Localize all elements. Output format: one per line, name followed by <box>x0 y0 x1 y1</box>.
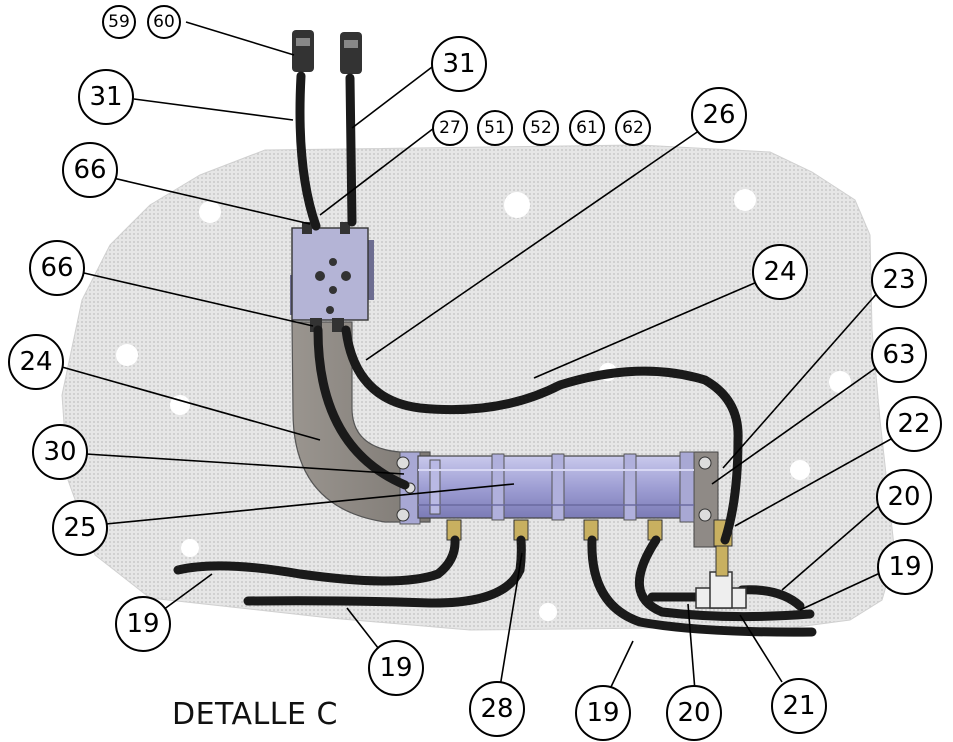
balloon-30-label: 30 <box>43 437 76 467</box>
balloon-24-right-label: 24 <box>763 257 796 287</box>
balloon-19-bottom: 19 <box>575 685 631 741</box>
balloon-19-middle-label: 19 <box>379 653 412 683</box>
balloon-62: 62 <box>615 110 651 146</box>
leader-lines <box>61 21 901 692</box>
balloon-23: 23 <box>871 252 927 308</box>
balloon-66-top-label: 66 <box>73 155 106 185</box>
balloon-20-bottom-label: 20 <box>677 698 710 728</box>
balloon-19-left-label: 19 <box>126 609 159 639</box>
balloon-19-bottom-label: 19 <box>586 698 619 728</box>
balloon-66-top: 66 <box>62 142 118 198</box>
balloon-66-bottom: 66 <box>29 240 85 296</box>
balloon-52: 52 <box>523 110 559 146</box>
balloon-60-label: 60 <box>153 12 175 32</box>
balloon-52-label: 52 <box>530 118 552 138</box>
balloon-59-label: 59 <box>108 12 130 32</box>
balloon-20-right: 20 <box>876 469 932 525</box>
balloon-31-left-label: 31 <box>89 82 122 112</box>
balloon-66-bottom-label: 66 <box>40 253 73 283</box>
balloon-27: 27 <box>432 110 468 146</box>
balloon-19-left: 19 <box>115 596 171 652</box>
balloon-61-label: 61 <box>576 118 598 138</box>
top-connectors <box>292 30 362 74</box>
manifold <box>399 451 695 525</box>
balloon-24-left-label: 24 <box>19 347 52 377</box>
detail-title: DETALLE C <box>172 697 338 732</box>
balloon-60: 60 <box>147 5 181 39</box>
balloon-21: 21 <box>771 678 827 734</box>
balloon-31-right-label: 31 <box>442 49 475 79</box>
balloon-63-label: 63 <box>882 340 915 370</box>
balloon-21-label: 21 <box>782 691 815 721</box>
balloon-31-right: 31 <box>431 36 487 92</box>
balloon-26-label: 26 <box>702 100 735 130</box>
balloon-20-bottom: 20 <box>666 685 722 741</box>
balloon-23-label: 23 <box>882 265 915 295</box>
balloon-28: 28 <box>469 681 525 737</box>
balloon-31-left: 31 <box>78 69 134 125</box>
balloon-19-middle: 19 <box>368 640 424 696</box>
balloon-59: 59 <box>102 5 136 39</box>
balloon-24-right: 24 <box>752 244 808 300</box>
balloon-28-label: 28 <box>480 694 513 724</box>
curved-bracket <box>291 321 431 523</box>
balloon-51-label: 51 <box>484 118 506 138</box>
balloon-26: 26 <box>691 87 747 143</box>
tee-fitting <box>695 545 747 609</box>
balloon-62-label: 62 <box>622 118 644 138</box>
bolt-heads <box>396 456 712 522</box>
balloon-61: 61 <box>569 110 605 146</box>
balloon-20-right-label: 20 <box>887 482 920 512</box>
balloon-25: 25 <box>52 500 108 556</box>
balloon-19-right: 19 <box>877 539 933 595</box>
valve-block <box>290 222 374 332</box>
balloon-25-label: 25 <box>63 513 96 543</box>
balloon-22: 22 <box>886 396 942 452</box>
balloon-27-label: 27 <box>439 118 461 138</box>
balloon-30: 30 <box>32 424 88 480</box>
balloon-24-left: 24 <box>8 334 64 390</box>
balloon-22-label: 22 <box>897 409 930 439</box>
balloon-19-right-label: 19 <box>888 552 921 582</box>
balloon-51: 51 <box>477 110 513 146</box>
base-plate <box>61 144 896 631</box>
balloon-63: 63 <box>871 327 927 383</box>
